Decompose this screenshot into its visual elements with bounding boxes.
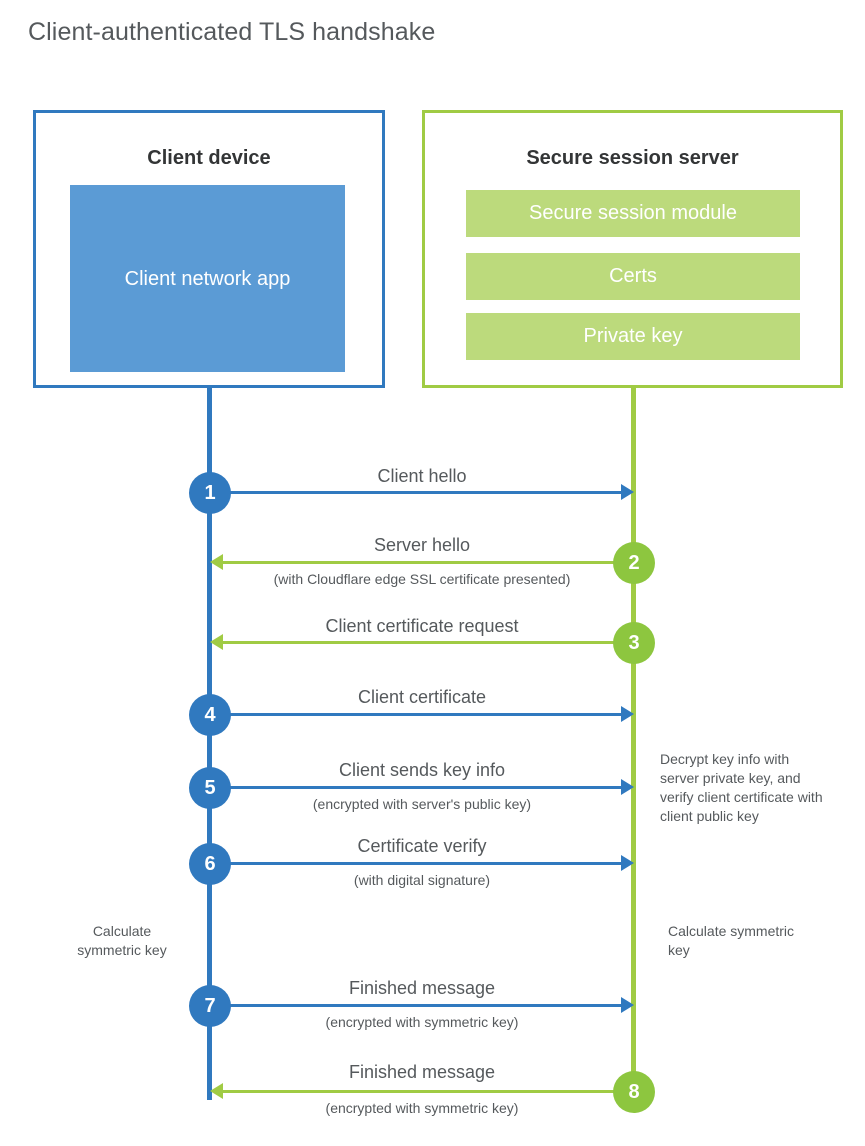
step-8-label: Finished message	[348, 1062, 496, 1082]
step-2-circle[interactable]: 2	[613, 542, 655, 584]
step-6-sublabel: (with digital signature)	[353, 872, 491, 888]
step-6-arrow-line	[210, 862, 621, 865]
step-5-arrow-head	[621, 779, 634, 795]
step-3-arrow-head	[210, 634, 223, 650]
step-8-sublabel: (encrypted with symmetric key)	[325, 1100, 519, 1116]
step-7-arrow-head	[621, 997, 634, 1013]
step-7-arrow-line	[210, 1004, 621, 1007]
step-1-label: Client hello	[377, 466, 467, 486]
step-1-arrow-head	[621, 484, 634, 500]
server-lifeline	[631, 388, 636, 1094]
step-8-arrow-line	[223, 1090, 634, 1093]
step-5-circle[interactable]: 5	[189, 767, 231, 809]
step-4-circle[interactable]: 4	[189, 694, 231, 736]
step-8-circle[interactable]: 8	[613, 1071, 655, 1113]
server-bar-private-key: Private key	[466, 313, 800, 360]
step-3-label: Client certificate request	[325, 616, 519, 636]
step-6-arrow-head	[621, 855, 634, 871]
step-7-label: Finished message	[348, 978, 496, 998]
client-calculate-symmetric-key-note: Calculate symmetric key	[77, 923, 167, 958]
secure-session-server-title: Secure session server	[526, 147, 739, 169]
step-2-sublabel: (with Cloudflare edge SSL certificate pr…	[273, 571, 571, 587]
step-5-label: Client sends key info	[338, 760, 506, 780]
step-7-circle[interactable]: 7	[189, 985, 231, 1027]
step-5-arrow-line	[210, 786, 621, 789]
step-2-arrow-head	[210, 554, 223, 570]
step-2-label: Server hello	[373, 535, 471, 555]
server-decrypt-note: Decrypt key info with server private key…	[660, 751, 823, 824]
step-5-sublabel: (encrypted with server's public key)	[312, 796, 532, 812]
step-4-label: Client certificate	[357, 687, 487, 707]
step-3-circle[interactable]: 3	[613, 622, 655, 664]
client-device-title: Client device	[147, 147, 271, 169]
client-network-app-block: Client network app	[70, 185, 345, 372]
client-lifeline	[207, 388, 212, 1100]
step-4-arrow-head	[621, 706, 634, 722]
page-title: Client-authenticated TLS handshake	[28, 18, 436, 46]
step-1-circle[interactable]: 1	[189, 472, 231, 514]
step-2-arrow-line	[223, 561, 634, 564]
step-4-arrow-line	[210, 713, 621, 716]
server-bar-secure-session-module: Secure session module	[466, 190, 800, 237]
server-calculate-symmetric-key-note: Calculate symmetric key	[668, 923, 795, 958]
step-6-label: Certificate verify	[357, 836, 487, 856]
server-bar-certs: Certs	[466, 253, 800, 300]
step-8-arrow-head	[210, 1083, 223, 1099]
step-3-arrow-line	[223, 641, 634, 644]
step-1-arrow-line	[210, 491, 621, 494]
step-6-circle[interactable]: 6	[189, 843, 231, 885]
step-7-sublabel: (encrypted with symmetric key)	[325, 1014, 519, 1030]
